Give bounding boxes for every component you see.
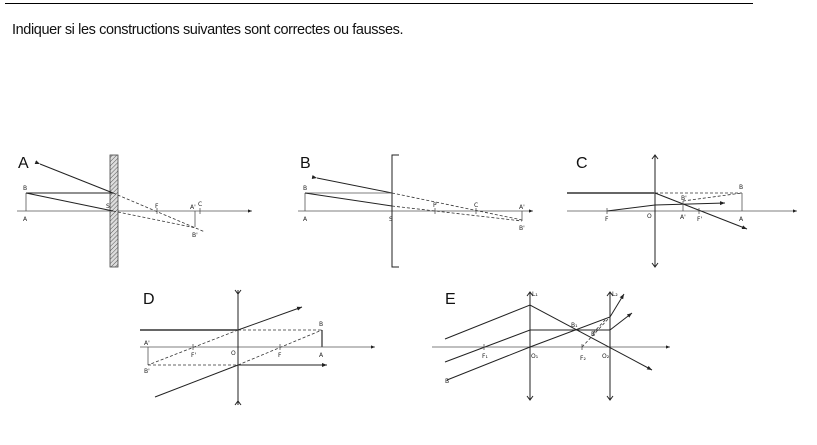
label-b-prime: B': [192, 232, 198, 239]
label-o1: O₁: [531, 353, 539, 360]
diagram-b: B B A S P C A' B': [298, 154, 533, 268]
label-b: B: [303, 185, 307, 192]
diagram-e: E L₁ L₂ B₁ B' F₁ O₁ F₂ O₂ B: [432, 291, 670, 401]
label-b-prime: B': [591, 331, 597, 338]
label-b-prime: B': [519, 225, 525, 232]
label-a-prime: A': [519, 204, 525, 211]
label-f: F: [278, 352, 282, 359]
label-b1: B₁: [571, 322, 578, 329]
label-a-prime: A': [680, 214, 686, 221]
diagram-c: C B A F O A' F' B': [567, 154, 797, 268]
label-p: P: [433, 202, 437, 209]
top-rule: [5, 3, 753, 4]
label-o: O: [647, 213, 652, 220]
label-c: C: [474, 202, 478, 209]
label-a: A: [319, 352, 324, 359]
label-f: F: [605, 216, 609, 223]
label-a-prime: A': [190, 204, 196, 211]
diagram-d: D B A A' B' F' O F: [140, 289, 375, 406]
diagram-e-title: E: [445, 291, 456, 308]
label-b: B: [23, 185, 27, 192]
label-b: B: [739, 184, 743, 191]
label-a-prime: A': [144, 340, 150, 347]
label-s: S: [106, 203, 110, 210]
label-c: C: [198, 201, 202, 208]
label-a: A: [23, 216, 28, 223]
label-f2: F₂: [580, 355, 586, 362]
label-f-prime: F': [191, 352, 196, 359]
label-l2: L₂: [612, 291, 618, 298]
label-a: A: [739, 216, 744, 223]
label-f-prime: F': [697, 216, 702, 223]
label-b-prime: B': [144, 368, 150, 375]
label-f1: F₁: [482, 353, 488, 360]
label-l1: L₁: [532, 291, 538, 298]
instruction-text: Indiquer si les constructions suivantes …: [12, 22, 404, 38]
label-b: B: [319, 321, 323, 328]
diagram-a-title: A: [18, 155, 29, 172]
label-a: A: [303, 216, 308, 223]
convex-mirror: [391, 154, 399, 268]
label-o2: O₂: [602, 353, 610, 360]
diagram-d-title: D: [143, 291, 155, 308]
label-b: B: [445, 378, 449, 385]
diagram-a: A B A S F A' C B': [17, 154, 252, 268]
label-f: F: [155, 203, 159, 210]
label-o: O: [231, 350, 236, 357]
label-b-prime: B': [681, 195, 687, 202]
label-s: S: [389, 216, 393, 223]
diagram-b-title: B: [300, 155, 311, 172]
diagram-c-title: C: [576, 155, 588, 172]
